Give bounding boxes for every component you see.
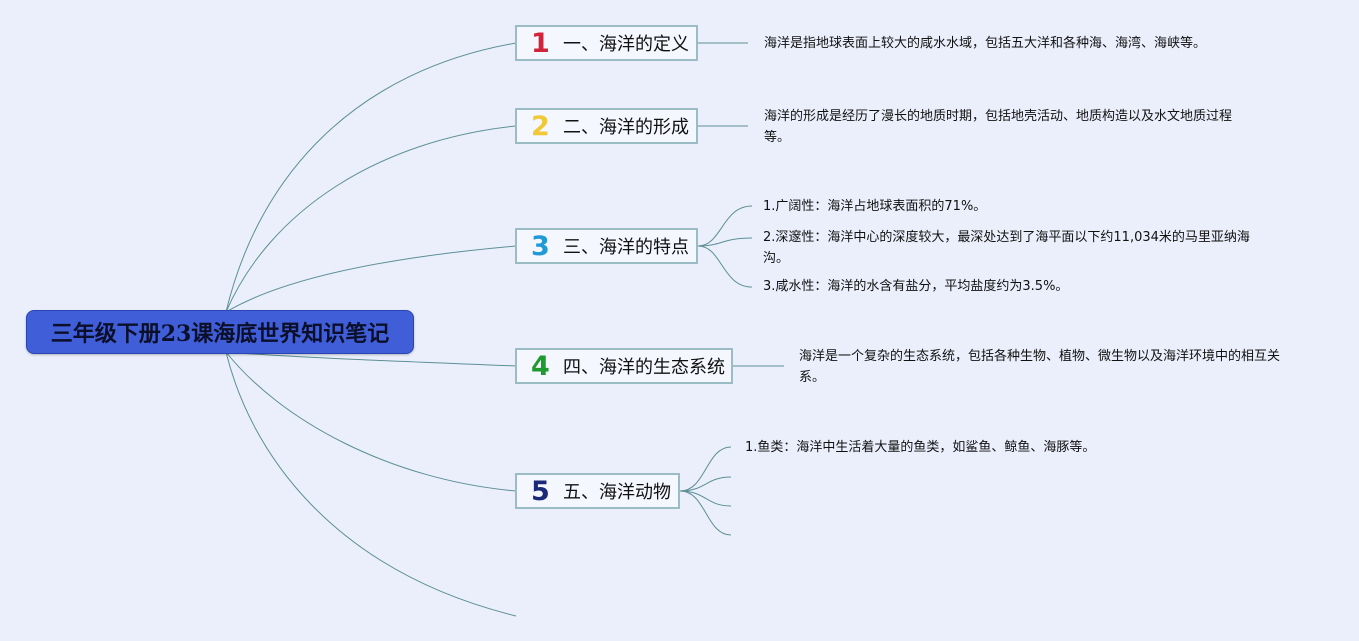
root-topic[interactable]: 三年级下册23课海底世界知识笔记	[26, 310, 414, 354]
note-ecosystem: 海洋是一个复杂的生态系统，包括各种生物、植物、微生物以及海洋环境中的相互关系。	[799, 349, 1281, 385]
connector-root-topic-2	[225, 125, 517, 313]
connector-root-topic-5	[225, 351, 517, 492]
connector-root-topic-4	[225, 351, 517, 367]
connector-topic-3-note-3	[697, 245, 753, 288]
number-5-icon: 5	[531, 475, 550, 507]
note-definition: 海洋是指地球表面上较大的咸水水域，包括五大洋和各种海、海湾、海峡等。	[764, 36, 1207, 51]
number-2-icon: 2	[531, 110, 550, 142]
connector-topic-5-branch-4	[679, 490, 732, 536]
connector-topic-3-note-1	[697, 205, 753, 247]
connector-root-topic-1	[225, 42, 517, 313]
connector-topic-5-note-1	[679, 446, 732, 492]
topic-definition[interactable]: 1 一、海洋的定义	[515, 25, 698, 61]
topic-ecosystem[interactable]: 4 四、海洋的生态系统	[515, 348, 733, 384]
number-4-icon: 4	[531, 350, 550, 382]
note-features-vastness: 1.广阔性：海洋占地球表面积的71%。	[763, 199, 987, 214]
topic-label: 五、海洋动物	[563, 482, 671, 503]
topic-label: 三、海洋的特点	[563, 237, 689, 258]
topic-label: 二、海洋的形成	[563, 117, 689, 138]
root-title: 三年级下册23课海底世界知识笔记	[50, 321, 390, 347]
connector-root-topic-3	[225, 245, 517, 313]
note-formation: 海洋的形成是经历了漫长的地质时期，包括地壳活动、地质构造以及水文地质过程等。	[764, 109, 1233, 145]
connector-topic-5-branch-2	[679, 476, 732, 492]
number-1-icon: 1	[531, 27, 550, 59]
note-features-depth: 2.深邃性：海洋中心的深度较大，最深处达到了海平面以下约11,034米的马里亚纳…	[763, 230, 1250, 266]
note-features-salinity: 3.咸水性：海洋的水含有盐分，平均盐度约为3.5%。	[763, 279, 1069, 294]
connector-topic-5-branch-3	[679, 490, 732, 507]
topic-formation[interactable]: 2 二、海洋的形成	[515, 108, 698, 144]
connector-root-extra	[225, 351, 517, 617]
connector-topic-3-note-2	[697, 237, 753, 247]
topic-marine-animals[interactable]: 5 五、海洋动物	[515, 473, 680, 509]
topic-label: 一、海洋的定义	[563, 34, 689, 55]
topic-label: 四、海洋的生态系统	[563, 357, 725, 378]
topic-features[interactable]: 3 三、海洋的特点	[515, 228, 698, 264]
number-3-icon: 3	[531, 230, 550, 262]
note-marine-animals-fish: 1.鱼类：海洋中生活着大量的鱼类，如鲨鱼、鲸鱼、海豚等。	[745, 440, 1096, 455]
